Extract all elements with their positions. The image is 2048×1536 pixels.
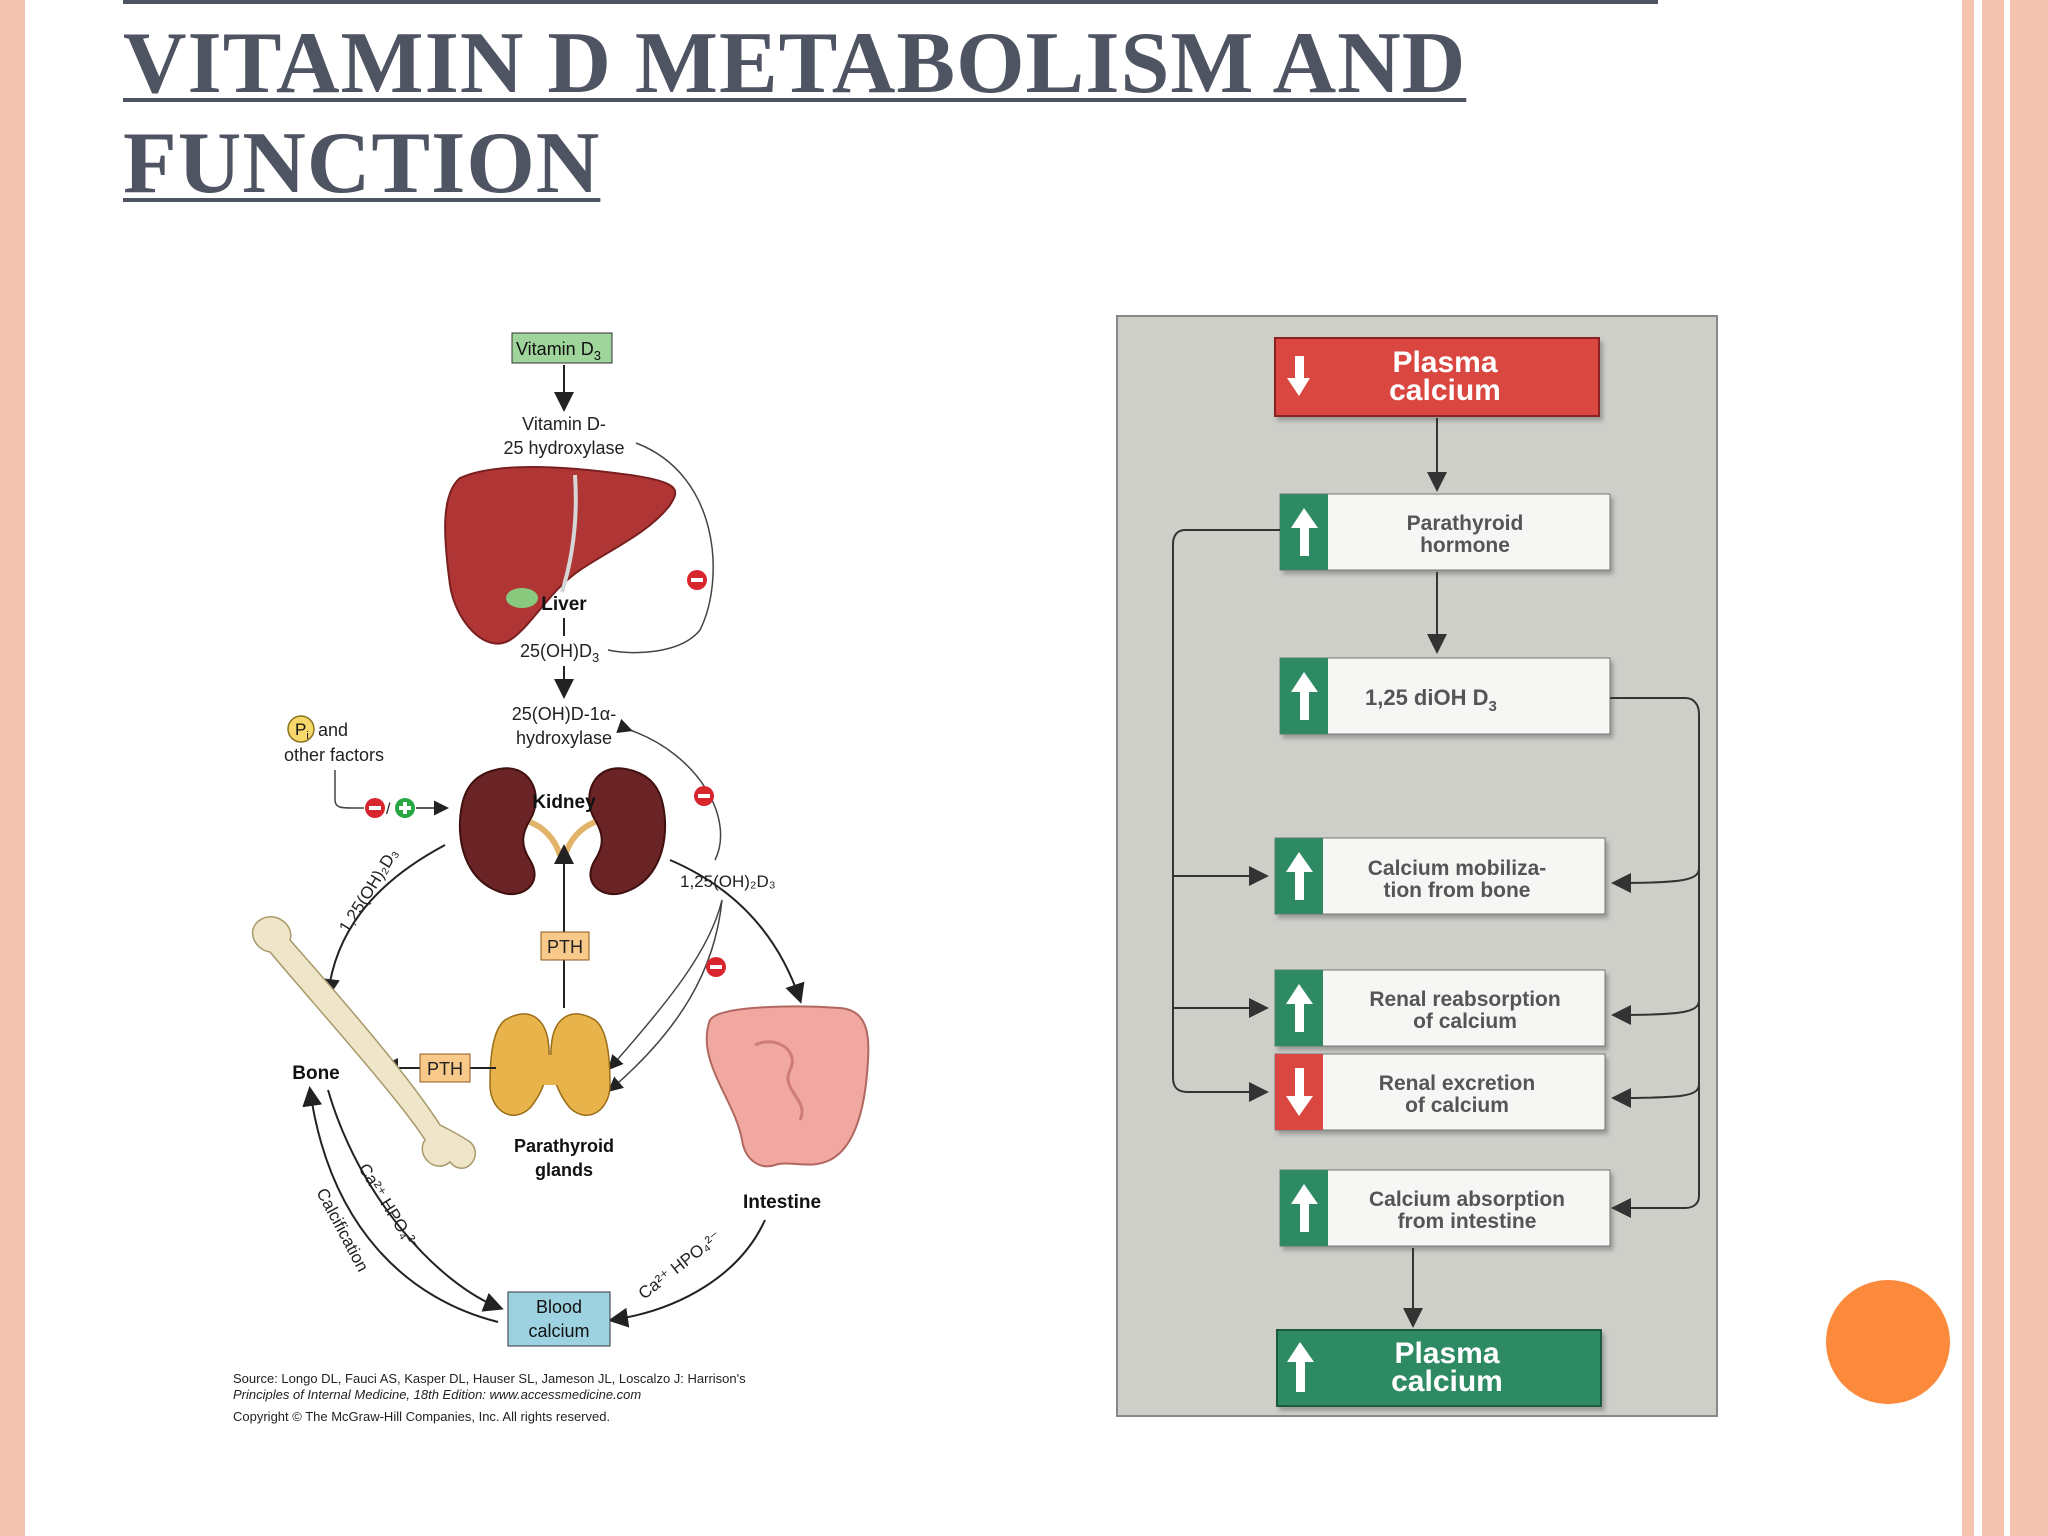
stimulate-icon-factors [395,798,415,818]
absorption-line2: from intestine [1398,1210,1537,1233]
plasma-calcium-bottom-line1: Plasma [1394,1337,1499,1370]
up-arrow-icon [1291,1184,1318,1232]
plasma-calcium-top-line1: Plasma [1392,346,1497,379]
up-arrow-icon [1291,672,1318,720]
svg-text:Vitamin D3: Vitamin D3 [516,339,601,363]
parathyroid-line2: glands [535,1160,593,1180]
dioh-d3-box [1279,657,1611,735]
feedback-to-parathyroid-1 [608,899,723,1071]
copyright: Copyright © The McGraw-Hill Companies, I… [233,1409,610,1424]
bone-illustration [251,916,477,1169]
dioh-to-mobilization [1611,867,1700,893]
plasma-calcium-decrease-box [1274,337,1600,417]
pi-and-label: and [318,720,348,740]
up-arrow-icon [1287,1342,1314,1392]
plasma-calcium-bottom-line2: calcium [1391,1365,1503,1398]
parathyroid-hormone-box [1279,493,1611,571]
up-arrow-icon [1286,984,1313,1032]
mobilization-line2: tion from bone [1384,879,1531,902]
parathyroid-illustration [489,1013,611,1116]
source-line2: Principles of Internal Medicine, 18th Ed… [233,1387,641,1402]
pth-bone-box: PTH [419,1053,471,1083]
orange-dot-decoration [1826,1280,1950,1404]
dihydroxy-right-label: 1,25(OH)₂D₃ [680,872,776,891]
inhibit-icon-liver [687,570,707,590]
inhibit-icon-factors [365,798,385,818]
plasma-calcium-top-line2: calcium [1389,374,1501,407]
hydroxylase1a-line2: hydroxylase [516,728,612,748]
down-arrow-icon [1287,356,1310,396]
pi-icon: Pi [287,715,315,743]
oh-d3-label: 25(OH)D3 [520,641,599,665]
slash: / [386,801,391,818]
parathyroid-line2: hormone [1420,534,1510,557]
liver-label: Liver [541,594,587,615]
top-rule [123,0,1658,4]
liver-feedback-loop [607,442,714,654]
hydroxylase25-line1: Vitamin D- [522,414,606,434]
mobilization-line1: Calcium mobiliza- [1368,857,1547,880]
feedback-to-parathyroid-2 [607,899,723,1092]
svg-text:calcium: calcium [528,1321,589,1341]
kidney-label: Kidney [532,792,596,813]
dioh-to-reabsorption [1611,999,1700,1025]
renal-excretion-box [1274,1053,1606,1131]
plasma-calcium-increase-box [1276,1329,1602,1407]
excretion-line1: Renal excretion [1379,1072,1535,1095]
ca-hpo-right-label: Ca²⁺ HPO₄²⁻ [635,1227,725,1303]
svg-text:PTH: PTH [547,937,583,957]
arrow-bone-to-blood [327,1089,504,1312]
pth-center-box: PTH [540,931,590,961]
down-arrow-icon [1286,1068,1313,1116]
arrow-kidney-to-bone [319,844,446,999]
hydroxylase25-line2: 25 hydroxylase [503,438,624,458]
reabsorption-line1: Renal reabsorption [1369,988,1560,1011]
pth-left-connector [1172,529,1280,1102]
right-border-gap [2004,0,2010,1536]
ca-hpo-left-label: Ca²⁺ HPO₄²⁻ [355,1160,424,1254]
intestine-label: Intestine [743,1192,821,1213]
slide-title: VITAMIN D METABOLISM AND FUNCTION [123,15,1467,212]
arrow-kidney-to-intestine [669,859,805,1004]
dioh-d3-label: 1,25 diOH D3 [1365,685,1497,715]
right-kidney-illustration [562,767,667,896]
right-border-outer [1982,0,2048,1536]
factors-line [334,770,364,809]
vitamin-d3-box: Vitamin D3 [511,332,613,364]
svg-text:PTH: PTH [427,1059,463,1079]
hydroxylase1a-line1: 25(OH)D-1α- [512,704,616,724]
dioh-to-excretion [1611,1083,1700,1108]
bone-label: Bone [292,1063,340,1084]
parathyroid-line1: Parathyroid [1407,512,1524,535]
blood-calcium-box: Blood calcium [507,1291,611,1347]
calcium-mobilization-box [1274,837,1606,915]
arrow-intestine-to-blood [608,1219,766,1328]
liver-illustration [444,466,677,645]
left-kidney-illustration [458,767,563,896]
intestine-illustration [705,1005,870,1168]
inhibit-icon-kidney [694,786,714,806]
svg-text:Pi: Pi [295,720,309,742]
dioh-right-connector [1610,697,1700,1218]
up-arrow-icon [1286,852,1313,900]
dihydroxy-left-label: 1,25(OH)₂D₃ [335,845,402,936]
excretion-line2: of calcium [1405,1094,1509,1117]
right-border-inner [1962,0,1974,1536]
other-factors-label: other factors [284,745,384,765]
arrow-blood-to-bone [302,1086,499,1323]
left-border [0,0,25,1536]
reabsorption-line2: of calcium [1413,1010,1517,1033]
absorption-line1: Calcium absorption [1369,1188,1565,1211]
source-line1: Source: Longo DL, Fauci AS, Kasper DL, H… [233,1371,746,1386]
parathyroid-line1: Parathyroid [514,1136,614,1156]
vitamin-d-metabolism-diagram: Vitamin D3 Vitamin D- 25 hydroxylase Liv… [233,332,870,1424]
inhibit-icon-parathyroid [706,957,726,977]
svg-text:Blood: Blood [536,1297,582,1317]
calcium-absorption-box [1279,1169,1611,1247]
calcium-regulation-flowchart: Plasma calcium Parathyroid hormone 1,25 … [1116,315,1718,1417]
up-arrow-icon [1291,508,1318,556]
